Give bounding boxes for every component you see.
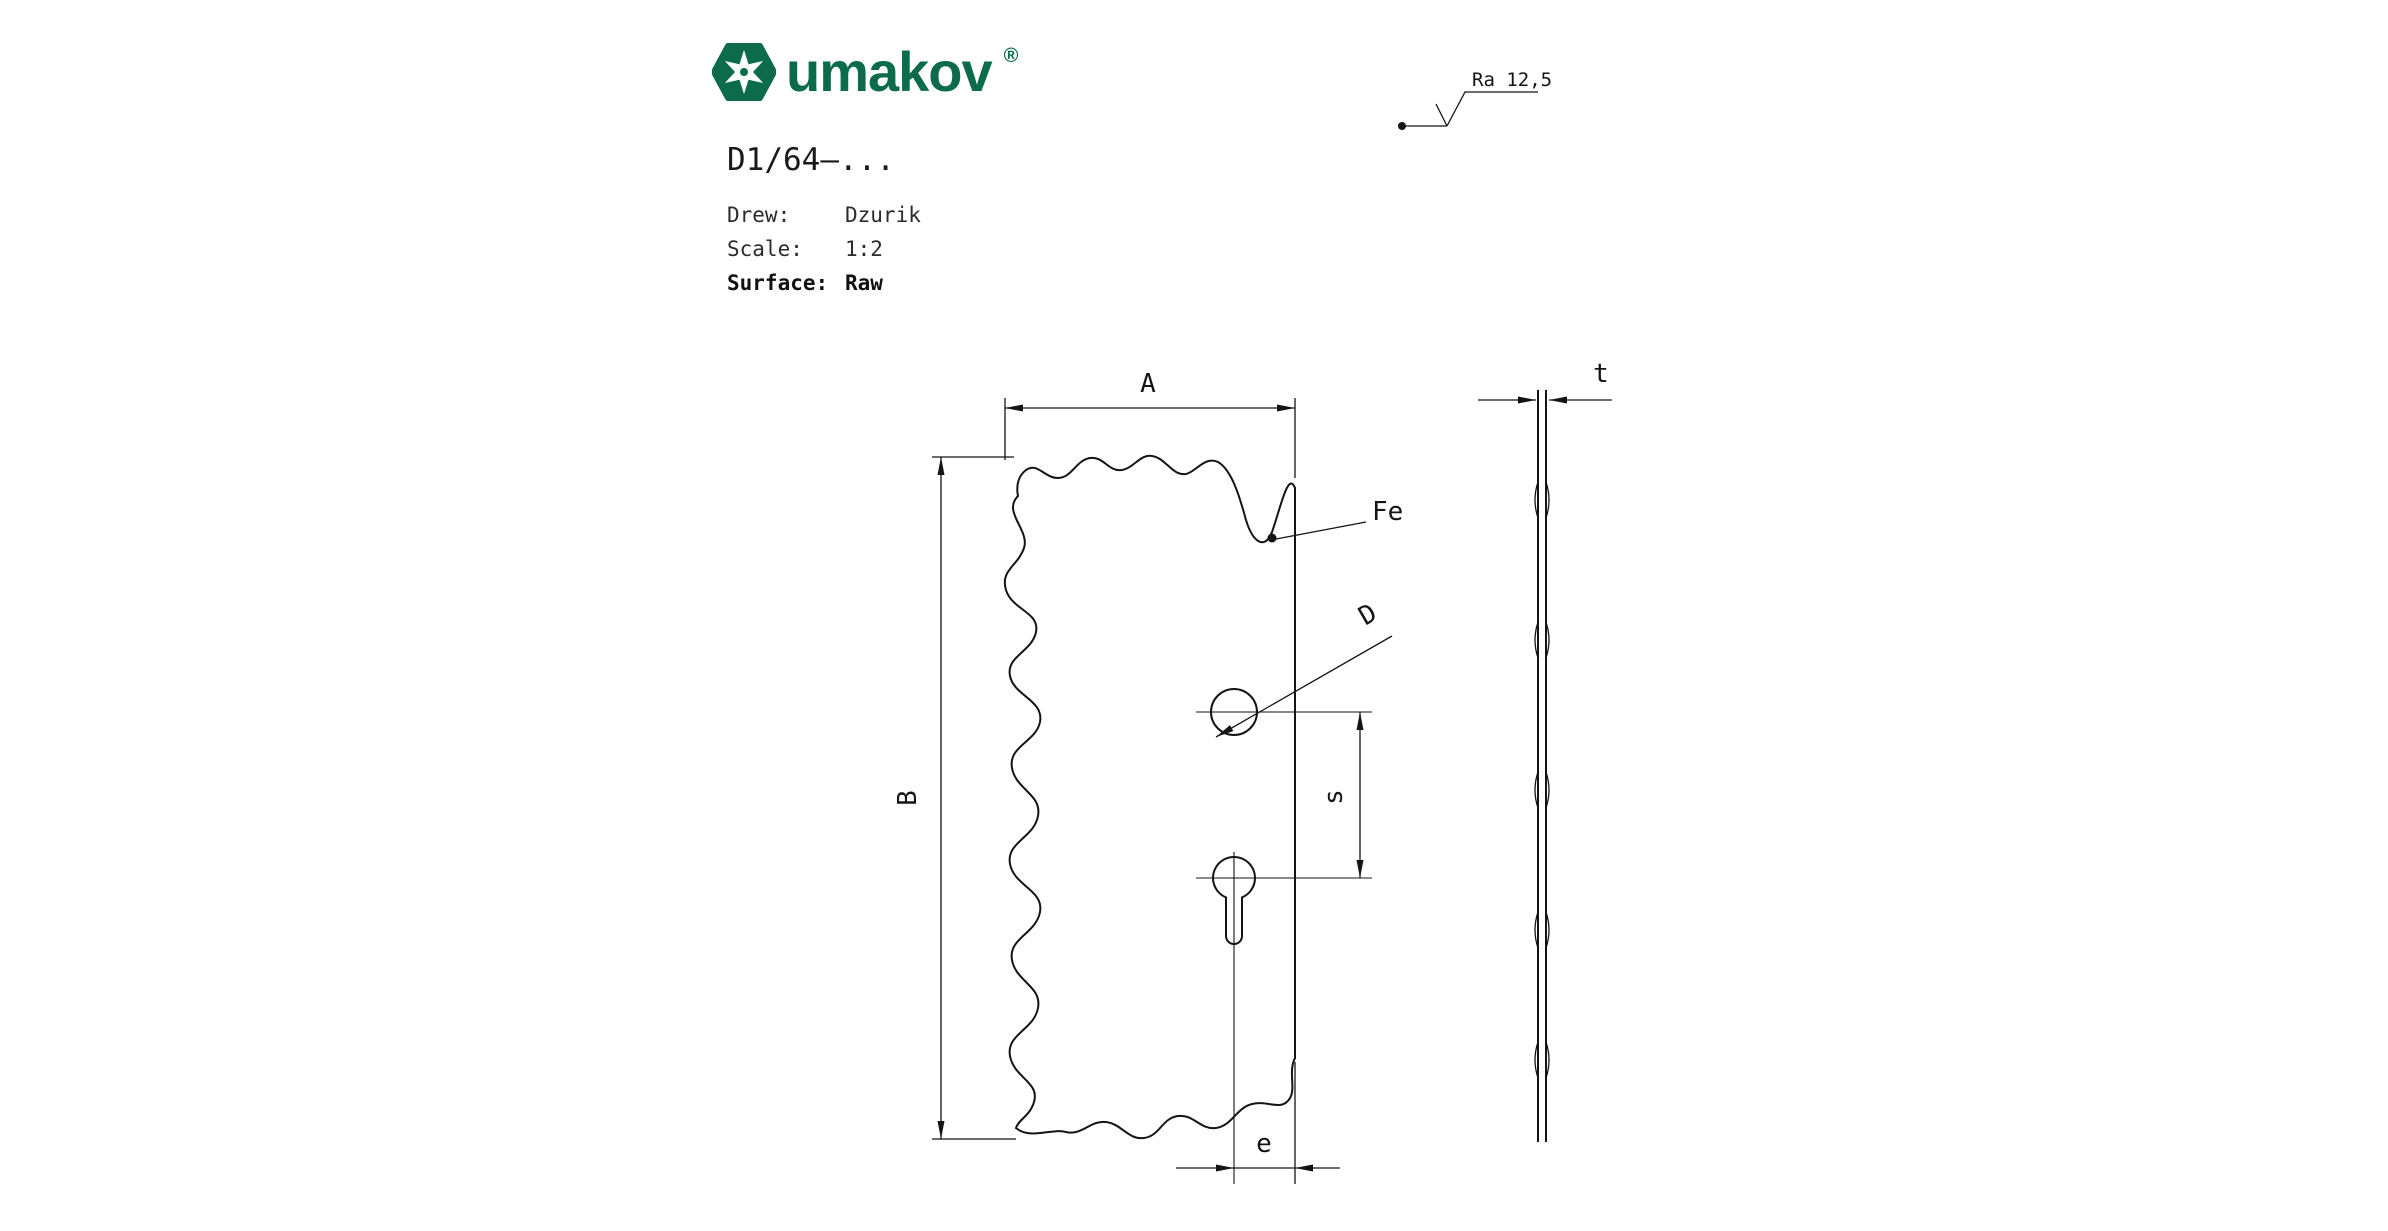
info-row-scale: Scale: 1:2 <box>727 232 921 266</box>
info-row-drew: Drew: Dzurik <box>727 198 921 232</box>
side-view-edges <box>1537 390 1547 1142</box>
surface-roughness-symbol: Ra 12,5 <box>1398 69 1552 130</box>
dim-A-label: A <box>1140 369 1156 399</box>
dim-t-arrow-left <box>1518 396 1536 404</box>
dim-s-label: s <box>1319 789 1349 805</box>
dimension-s: s <box>1319 712 1364 878</box>
diameter-leader: D <box>1215 598 1393 738</box>
dim-B-label: B <box>893 790 923 806</box>
dimension-e: e <box>1176 1062 1340 1184</box>
info-label-surface: Surface: <box>727 271 829 295</box>
dim-D-label: D <box>1354 598 1383 632</box>
material-leader-dot <box>1267 533 1277 543</box>
info-row-surface: Surface: Raw <box>727 266 921 300</box>
dim-e-arrow-left <box>1216 1164 1234 1172</box>
info-label-drew: Drew: <box>727 203 791 227</box>
dimension-B: B <box>893 456 1016 1140</box>
umakov-logo: umakov ® <box>712 40 1019 104</box>
dimension-A: A <box>1004 369 1296 478</box>
dim-B-extension-lines <box>932 456 1016 1140</box>
umakov-logo-icon <box>712 43 776 101</box>
material-callout: Fe <box>1267 497 1403 543</box>
side-view <box>1534 390 1550 1142</box>
roughness-check-icon <box>1435 91 1538 127</box>
info-value-drew: Dzurik <box>845 203 921 227</box>
drawing-number: D1/64–... <box>727 142 895 178</box>
dim-D-leader-line <box>1215 635 1393 738</box>
dim-t-arrow-right <box>1549 396 1567 404</box>
keyhole <box>1212 856 1256 945</box>
dim-s-arrow-top <box>1356 712 1364 730</box>
brand-name: umakov <box>786 40 993 103</box>
dim-t-label: t <box>1593 359 1609 389</box>
info-value-surface: Raw <box>845 271 883 295</box>
material-label: Fe <box>1372 497 1403 527</box>
dim-A-arrow-left <box>1005 404 1023 412</box>
roughness-label: Ra 12,5 <box>1472 69 1552 91</box>
info-value-scale: 1:2 <box>845 237 883 261</box>
dim-A-extension-lines <box>1004 398 1296 478</box>
material-leader-line <box>1275 521 1367 540</box>
dim-s-arrow-bottom <box>1356 860 1364 878</box>
dim-D-arrow <box>1216 725 1234 737</box>
registered-mark: ® <box>1003 44 1019 67</box>
dim-B-arrow-top <box>937 457 945 475</box>
dimension-t: t <box>1478 359 1612 404</box>
dim-e-label: e <box>1256 1129 1272 1159</box>
dim-B-arrow-bottom <box>937 1121 945 1139</box>
front-view-outline <box>1003 454 1296 1140</box>
info-label-scale: Scale: <box>727 237 803 261</box>
dim-e-arrow-right <box>1295 1164 1313 1172</box>
title-block: Drew: Dzurik Scale: 1:2 Surface: Raw <box>727 198 921 300</box>
side-view-texture <box>1534 481 1550 1079</box>
dim-A-arrow-right <box>1277 404 1295 412</box>
